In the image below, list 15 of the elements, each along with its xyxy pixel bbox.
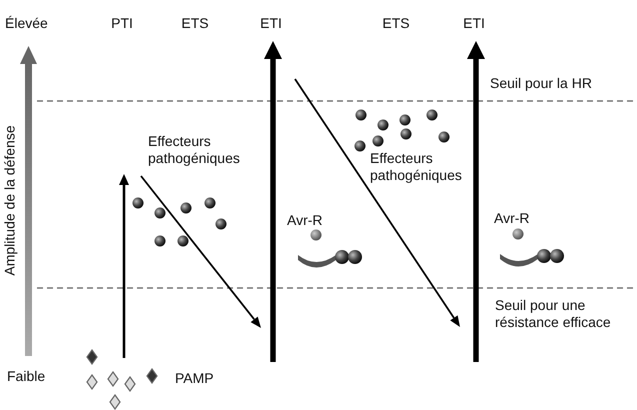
phase-label: ETS [381, 15, 411, 32]
effector-label: Effecteurs pathogéniques [370, 150, 463, 184]
pamp-label: PAMP [175, 370, 214, 387]
phase-label: ETI [259, 15, 283, 32]
phase-label: ETI [462, 15, 486, 32]
effector-label: Effecteurs pathogéniques [148, 133, 241, 167]
scale-label: Élevée [5, 15, 48, 32]
threshold-label: Seuil pour une résistance efficace [495, 297, 612, 331]
complex-label: Avr-R [494, 210, 530, 227]
axis-title: Amplitude de la défense [2, 125, 19, 276]
scale-label: Faible [7, 368, 46, 385]
phase-label: PTI [110, 15, 134, 32]
phase-label: ETS [180, 15, 210, 32]
threshold-label: Seuil pour la HR [490, 75, 592, 92]
complex-label: Avr-R [287, 212, 323, 229]
